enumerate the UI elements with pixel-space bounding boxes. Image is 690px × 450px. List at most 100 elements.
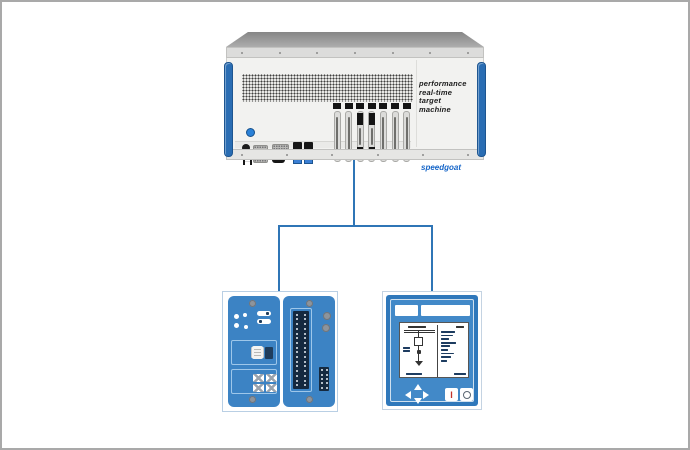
menu-item-text [441,345,450,348]
connection-line-right [431,225,433,292]
mounting-hole-icon [322,324,330,332]
chassis-top-screw-band [226,47,484,58]
dip-switch-icon [257,319,271,324]
relay-hmi-panel: I [382,291,482,410]
off-button [460,388,473,401]
screen-footer-right-text [454,373,466,375]
mounting-hole-icon [306,300,313,307]
terminal-block-icon [253,384,264,392]
connection-line-branch [278,225,433,227]
screw-icon [391,51,394,54]
io-terminal-board [222,291,338,412]
power-button-icon [246,128,255,137]
pci-slot-blank [402,103,411,162]
terminal-block-icon [253,374,264,382]
terminal-block-icon [266,384,277,392]
single-line-feeder-icon [418,331,419,361]
screw-icon [331,153,334,156]
screw-icon [421,153,424,156]
pci-slot-blank [379,103,388,162]
hmi-frame: I [386,295,478,406]
measurement-text [403,347,410,349]
screw-icon [278,51,281,54]
label-window-icon [421,305,470,316]
screw-icon [316,51,319,54]
rack-handle-right-icon [477,62,486,157]
front-panel: performance real-time target machine spe… [226,58,485,172]
menu-item-text [441,338,449,340]
menu-item-text [441,341,456,344]
mounting-hole-icon [249,300,256,307]
pci-slot-blank [391,103,399,162]
arrow-up-icon [414,384,422,390]
screw-icon [241,51,243,54]
machine-label-line: machine [419,104,451,114]
on-button: I [445,388,458,401]
machine-label: performance real-time target machine [419,79,485,114]
screen-left-header-text [408,326,426,328]
connection-line-trunk [353,160,355,227]
arrow-left-icon [405,391,411,399]
round-connector-icon [242,144,250,152]
led-indicator-icon [243,313,247,317]
hdmi-port-icon [272,157,285,163]
mounting-hole-icon [323,312,331,320]
menu-item-text [441,359,447,362]
speedgoat-logo: speedgoat [421,163,462,172]
screw-icon [466,51,469,54]
menu-item-text [441,356,451,358]
relay-component-icon [252,346,263,359]
navigation-keypad [403,384,431,404]
pin-header-small-icon [319,367,329,391]
led-indicator-icon [234,314,239,319]
panel-recess [235,141,411,148]
mounting-hole-icon [249,396,256,403]
panel-divider [416,60,417,147]
hmi-screen [399,322,469,378]
pin-header-outline [290,308,312,392]
chip-component-icon [265,347,273,359]
load-arrow-icon [415,361,423,366]
screw-icon [286,153,289,156]
led-indicator-icon [244,325,248,329]
pci-slot-blank [333,103,341,162]
terminal-board-right-section [283,296,335,407]
hmi-faceplate: I [390,299,474,404]
chassis-top-panel [226,32,484,47]
screw-icon [353,51,356,54]
terminal-outline-box [231,369,277,394]
menu-item-text [441,349,448,351]
machine-label-line: performance [419,79,467,88]
vent-grille-icon [242,74,413,102]
single-line-busbar-icon [404,330,435,331]
screen-right-header-text [456,326,464,328]
menu-item-text [441,352,454,355]
screw-icon [376,153,379,156]
rack-handle-left-icon [224,62,233,157]
pci-slot-blank [344,103,353,162]
arrow-down-icon [414,398,422,404]
component-outline-box [231,340,277,365]
screen-footer-left-text [406,373,422,375]
arrow-right-icon [423,391,429,399]
terminal-board-left-section [228,296,280,407]
label-window-icon [395,305,418,316]
menu-item-text [441,334,453,337]
screen-divider [437,325,438,377]
machine-label-line: real-time [419,87,453,97]
terminal-block-icon [266,374,277,382]
target-machine: performance real-time target machine spe… [224,32,486,172]
chassis-bottom-screw-band [226,149,484,160]
dip-switch-icon [257,311,271,316]
measurement-text [403,350,410,352]
pin-header-icon [293,311,309,389]
screw-icon [466,153,469,156]
mounting-hole-icon [306,396,313,403]
node-symbol-icon [416,350,421,354]
ethernet-port-icon [304,142,313,151]
screw-icon [241,153,243,156]
machine-label-line: target [419,96,442,105]
screw-icon [429,51,432,54]
ethernet-port-icon [293,142,302,151]
